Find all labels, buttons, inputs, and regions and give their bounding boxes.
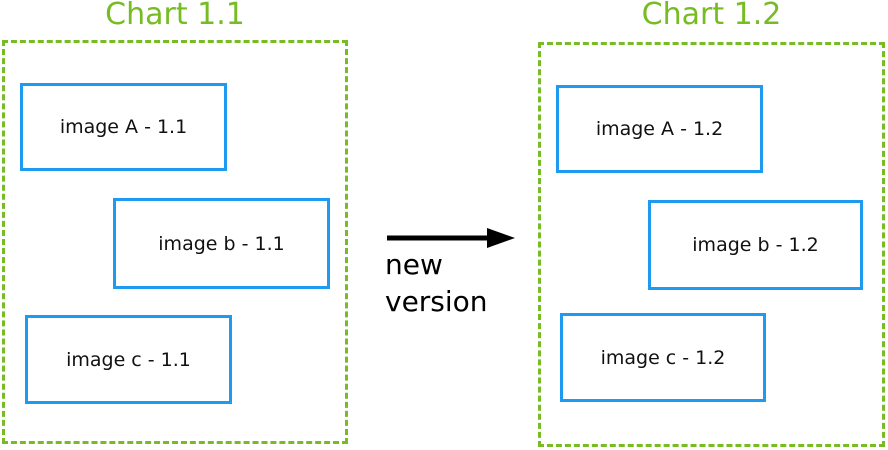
chart-1-1-container: image A - 1.1 image b - 1.1 image c - 1.… — [2, 40, 348, 444]
chart-1-2-container: image A - 1.2 image b - 1.2 image c - 1.… — [538, 42, 885, 447]
image-box-label: image b - 1.1 — [158, 232, 285, 255]
image-box-label: image A - 1.1 — [59, 116, 188, 138]
chart-1-1-title: Chart 1.1 — [105, 0, 245, 32]
image-box-label: image b - 1.2 — [692, 234, 819, 256]
image-box-label: image A - 1.2 — [595, 118, 724, 140]
image-box-a-1-2: image A - 1.2 — [556, 85, 763, 173]
transition-label: new version — [385, 248, 488, 318]
image-box-c-1-2: image c - 1.2 — [560, 313, 766, 402]
arrow-right-icon — [387, 228, 515, 248]
image-box-b-1-2: image b - 1.2 — [648, 200, 863, 290]
image-box-a-1-1: image A - 1.1 — [20, 83, 227, 171]
chart-1-2-title: Chart 1.2 — [641, 0, 782, 32]
image-box-label: image c - 1.2 — [600, 346, 726, 369]
image-box-label: image c - 1.1 — [66, 348, 191, 371]
image-box-c-1-1: image c - 1.1 — [25, 315, 232, 404]
image-box-b-1-1: image b - 1.1 — [113, 198, 330, 289]
